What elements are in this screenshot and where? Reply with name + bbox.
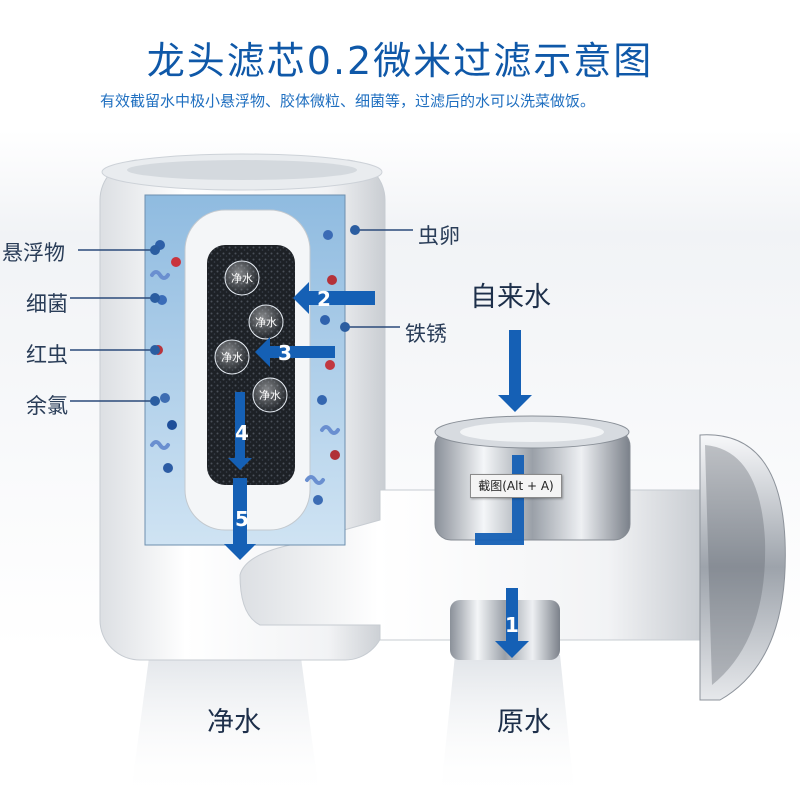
step-number-1: 1 [505, 613, 519, 637]
callout-dot [340, 322, 350, 332]
step-numbers: 1 2 3 4 5 [235, 287, 519, 637]
worm-particle [305, 475, 325, 485]
raw-water-spray [440, 655, 575, 800]
inlet-flow-path [475, 455, 524, 545]
label-red-worms: 红虫 [26, 343, 68, 367]
particle [320, 315, 330, 325]
label-raw-water: 原水 [497, 707, 551, 738]
page-title: 龙头滤芯0.2微米过滤示意图 [146, 39, 654, 83]
arrow-down [498, 330, 532, 412]
particle [313, 495, 323, 505]
step-number-5: 5 [235, 507, 249, 531]
arrow-down [224, 478, 256, 560]
label-bacteria: 细菌 [26, 292, 68, 316]
label-suspended-solids: 悬浮物 [2, 241, 65, 265]
bubble [214, 339, 250, 375]
step-number-2: 2 [317, 287, 331, 311]
particle [327, 275, 337, 285]
label-rust: 铁锈 [405, 322, 447, 346]
clean-water-spray [130, 650, 320, 800]
step-number-3: 3 [278, 341, 292, 365]
callout-dot [150, 345, 160, 355]
arrow-down [495, 588, 529, 658]
step-number-4: 4 [235, 421, 249, 445]
callout-dot [350, 225, 360, 235]
arrow-left [255, 337, 335, 367]
bubble-label: 净水 [259, 388, 281, 402]
flow-arrows [224, 282, 532, 658]
page-subtitle: 有效截留水中极小悬浮物、胶体微粒、细菌等，过滤后的水可以洗菜做饭。 [100, 92, 596, 110]
worm-particle [150, 270, 170, 280]
label-insect-eggs: 虫卵 [418, 224, 460, 248]
screenshot-tooltip: 截图(Alt + A) [470, 474, 562, 498]
bubble [224, 260, 260, 296]
bubble [248, 304, 284, 340]
label-residual-chlorine: 余氯 [26, 394, 68, 418]
particle [167, 420, 177, 430]
particle [163, 463, 173, 473]
callout-lines [70, 225, 413, 406]
bubble-label: 净水 [231, 271, 253, 285]
callout-dot [150, 396, 160, 406]
label-tap-water-inlet: 自来水 [470, 282, 551, 313]
callout-dot [150, 293, 160, 303]
worm-particle [320, 425, 340, 435]
particle [160, 393, 170, 403]
particle [325, 360, 335, 370]
particle [323, 230, 333, 240]
arrow-down [228, 392, 252, 470]
callout-dot [150, 245, 160, 255]
bubble-label: 净水 [221, 350, 243, 364]
bubble-label: 净水 [255, 315, 277, 329]
particle [171, 257, 181, 267]
arrow-left [293, 282, 375, 314]
bubble [252, 377, 288, 413]
particle [330, 450, 340, 460]
worm-particle [150, 440, 170, 450]
label-clean-water: 净水 [207, 707, 261, 738]
particle [317, 395, 327, 405]
activated-carbon-core [207, 245, 295, 485]
